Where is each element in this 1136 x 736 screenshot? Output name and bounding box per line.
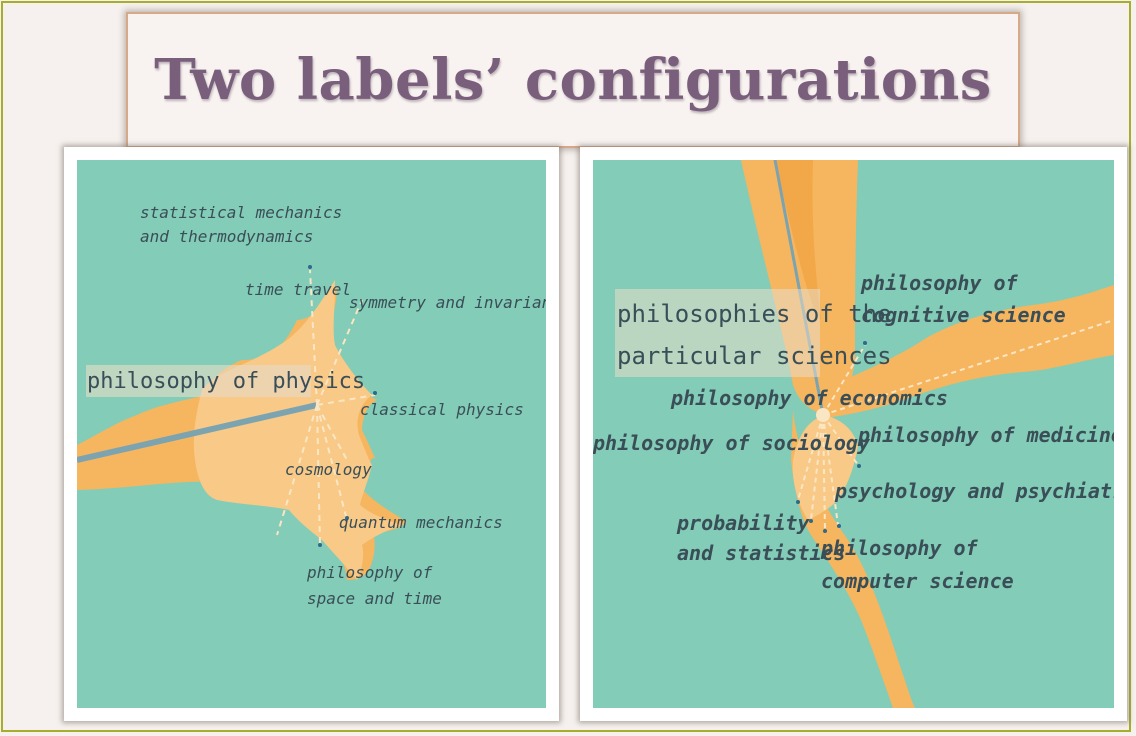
right-panel: philosophies of the particular sciences …: [580, 147, 1127, 721]
left-topic-shape-light: [193, 280, 402, 580]
left-label-cosmology: cosmology: [285, 460, 372, 479]
left-center-label: philosophy of physics: [87, 369, 365, 394]
left-label-time-travel: time travel: [245, 280, 351, 299]
right-label-medicine: philosophy of medicine: [857, 423, 1114, 447]
title-box: Two labels’ configurations: [126, 12, 1020, 148]
left-panel: philosophy of physics statistical mechan…: [64, 147, 559, 721]
right-label-cogsci-1: philosophy of: [860, 271, 1018, 295]
right-label-economics: philosophy of economics: [670, 386, 948, 410]
right-center-label-bg: [615, 289, 820, 377]
right-visualization: philosophies of the particular sciences …: [593, 160, 1114, 708]
left-spokes: [276, 269, 376, 546]
right-label-cogsci-2: cognitive science: [861, 303, 1066, 327]
left-label-symmetry: symmetry and invariance: [349, 293, 546, 312]
right-band-top-dark: [775, 160, 821, 320]
right-fan: [792, 415, 858, 520]
left-stem-line: [77, 402, 318, 463]
left-center-label-bg: [86, 365, 311, 397]
right-center-label-1: philosophies of the: [617, 300, 892, 328]
left-label-stat-mech-2: and thermodynamics: [140, 227, 313, 246]
right-center-label-2: particular sciences: [617, 342, 892, 370]
left-label-stat-mech-1: statistical mechanics: [140, 203, 342, 222]
slide-title: Two labels’ configurations: [154, 47, 992, 113]
right-label-compsci-2: computer science: [821, 569, 1014, 593]
right-label-compsci-1: philosophy of: [820, 536, 978, 560]
right-label-psychology: psychology and psychiatry: [834, 479, 1114, 503]
left-visualization: philosophy of physics statistical mechan…: [77, 160, 546, 708]
left-label-classical: classical physics: [360, 400, 524, 419]
right-dots: [796, 341, 867, 533]
right-label-sociology: philosophy of sociology: [593, 431, 871, 455]
right-center-node: [816, 408, 830, 422]
right-label-probability-2: and statistics: [677, 541, 846, 565]
right-spokes: [797, 319, 1114, 531]
left-dots: [308, 265, 377, 547]
right-band-bottom: [791, 410, 915, 708]
left-label-quantum: quantum mechanics: [339, 513, 503, 532]
right-label-probability-1: probability: [676, 511, 810, 535]
right-band-right: [823, 285, 1114, 418]
left-label-space-time-2: space and time: [307, 589, 442, 608]
left-label-space-time-1: philosophy of: [306, 563, 433, 582]
